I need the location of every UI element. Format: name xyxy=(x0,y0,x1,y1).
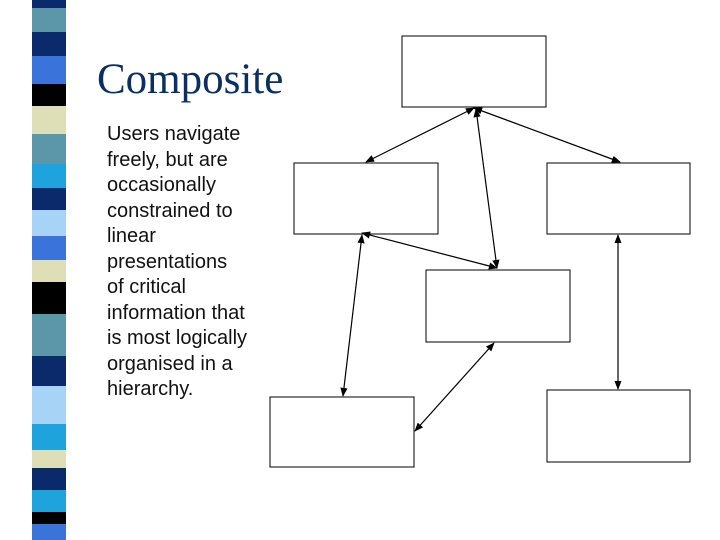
stripe-block xyxy=(32,188,66,210)
stripe-block xyxy=(32,56,66,84)
body-line: presentations xyxy=(107,250,228,273)
body-line: of critical xyxy=(107,276,186,298)
edge-mid-left-to-bottom-left xyxy=(340,234,365,397)
stripe-block xyxy=(32,282,66,314)
slide-title: Composite xyxy=(97,56,284,103)
node-mid-left xyxy=(293,162,439,235)
stripe-block xyxy=(32,314,66,356)
node-bottom-right xyxy=(546,389,691,463)
edge-top-to-mid-left xyxy=(365,107,475,163)
edge-top-to-mid-right xyxy=(473,107,621,163)
stripe-block xyxy=(32,106,66,134)
edge-mid-left-to-center xyxy=(361,231,498,270)
body-line: constrained to xyxy=(107,199,233,222)
edge-center-to-bottom-left xyxy=(414,342,495,432)
stripe-block xyxy=(32,210,66,236)
node-center xyxy=(425,269,571,343)
stripe-block xyxy=(32,0,66,8)
body-line: freely, but are xyxy=(107,148,228,171)
slide-body: Users navigate freely, but are occasiona… xyxy=(107,122,292,403)
stripe-block xyxy=(32,134,66,164)
stripe-block xyxy=(32,84,66,106)
stripe-block xyxy=(32,468,66,490)
body-line: organised in a xyxy=(107,352,233,375)
stripe-block xyxy=(32,260,66,282)
stripe-block xyxy=(32,524,66,540)
body-line: hierarchy. xyxy=(107,378,194,400)
body-line: occasionally xyxy=(107,174,216,196)
body-line: linear xyxy=(107,225,156,247)
stripe-block xyxy=(32,424,66,450)
stripe-block xyxy=(32,512,66,524)
node-bottom-left xyxy=(269,396,415,468)
body-line: information that xyxy=(107,301,245,324)
body-line: is most logically xyxy=(107,327,248,349)
edge-top-to-center xyxy=(473,108,500,269)
stripe-block xyxy=(32,450,66,468)
node-mid-right xyxy=(546,162,691,235)
stripe-block xyxy=(32,164,66,188)
body-line: Users navigate xyxy=(107,123,241,145)
stripe-block xyxy=(32,32,66,56)
stripe-block xyxy=(32,8,66,32)
stripe-block xyxy=(32,386,66,424)
stripe-block xyxy=(32,356,66,386)
decorative-stripe xyxy=(0,0,66,540)
stripe-block xyxy=(32,236,66,260)
stripe-block xyxy=(32,490,66,512)
node-top xyxy=(401,35,547,108)
